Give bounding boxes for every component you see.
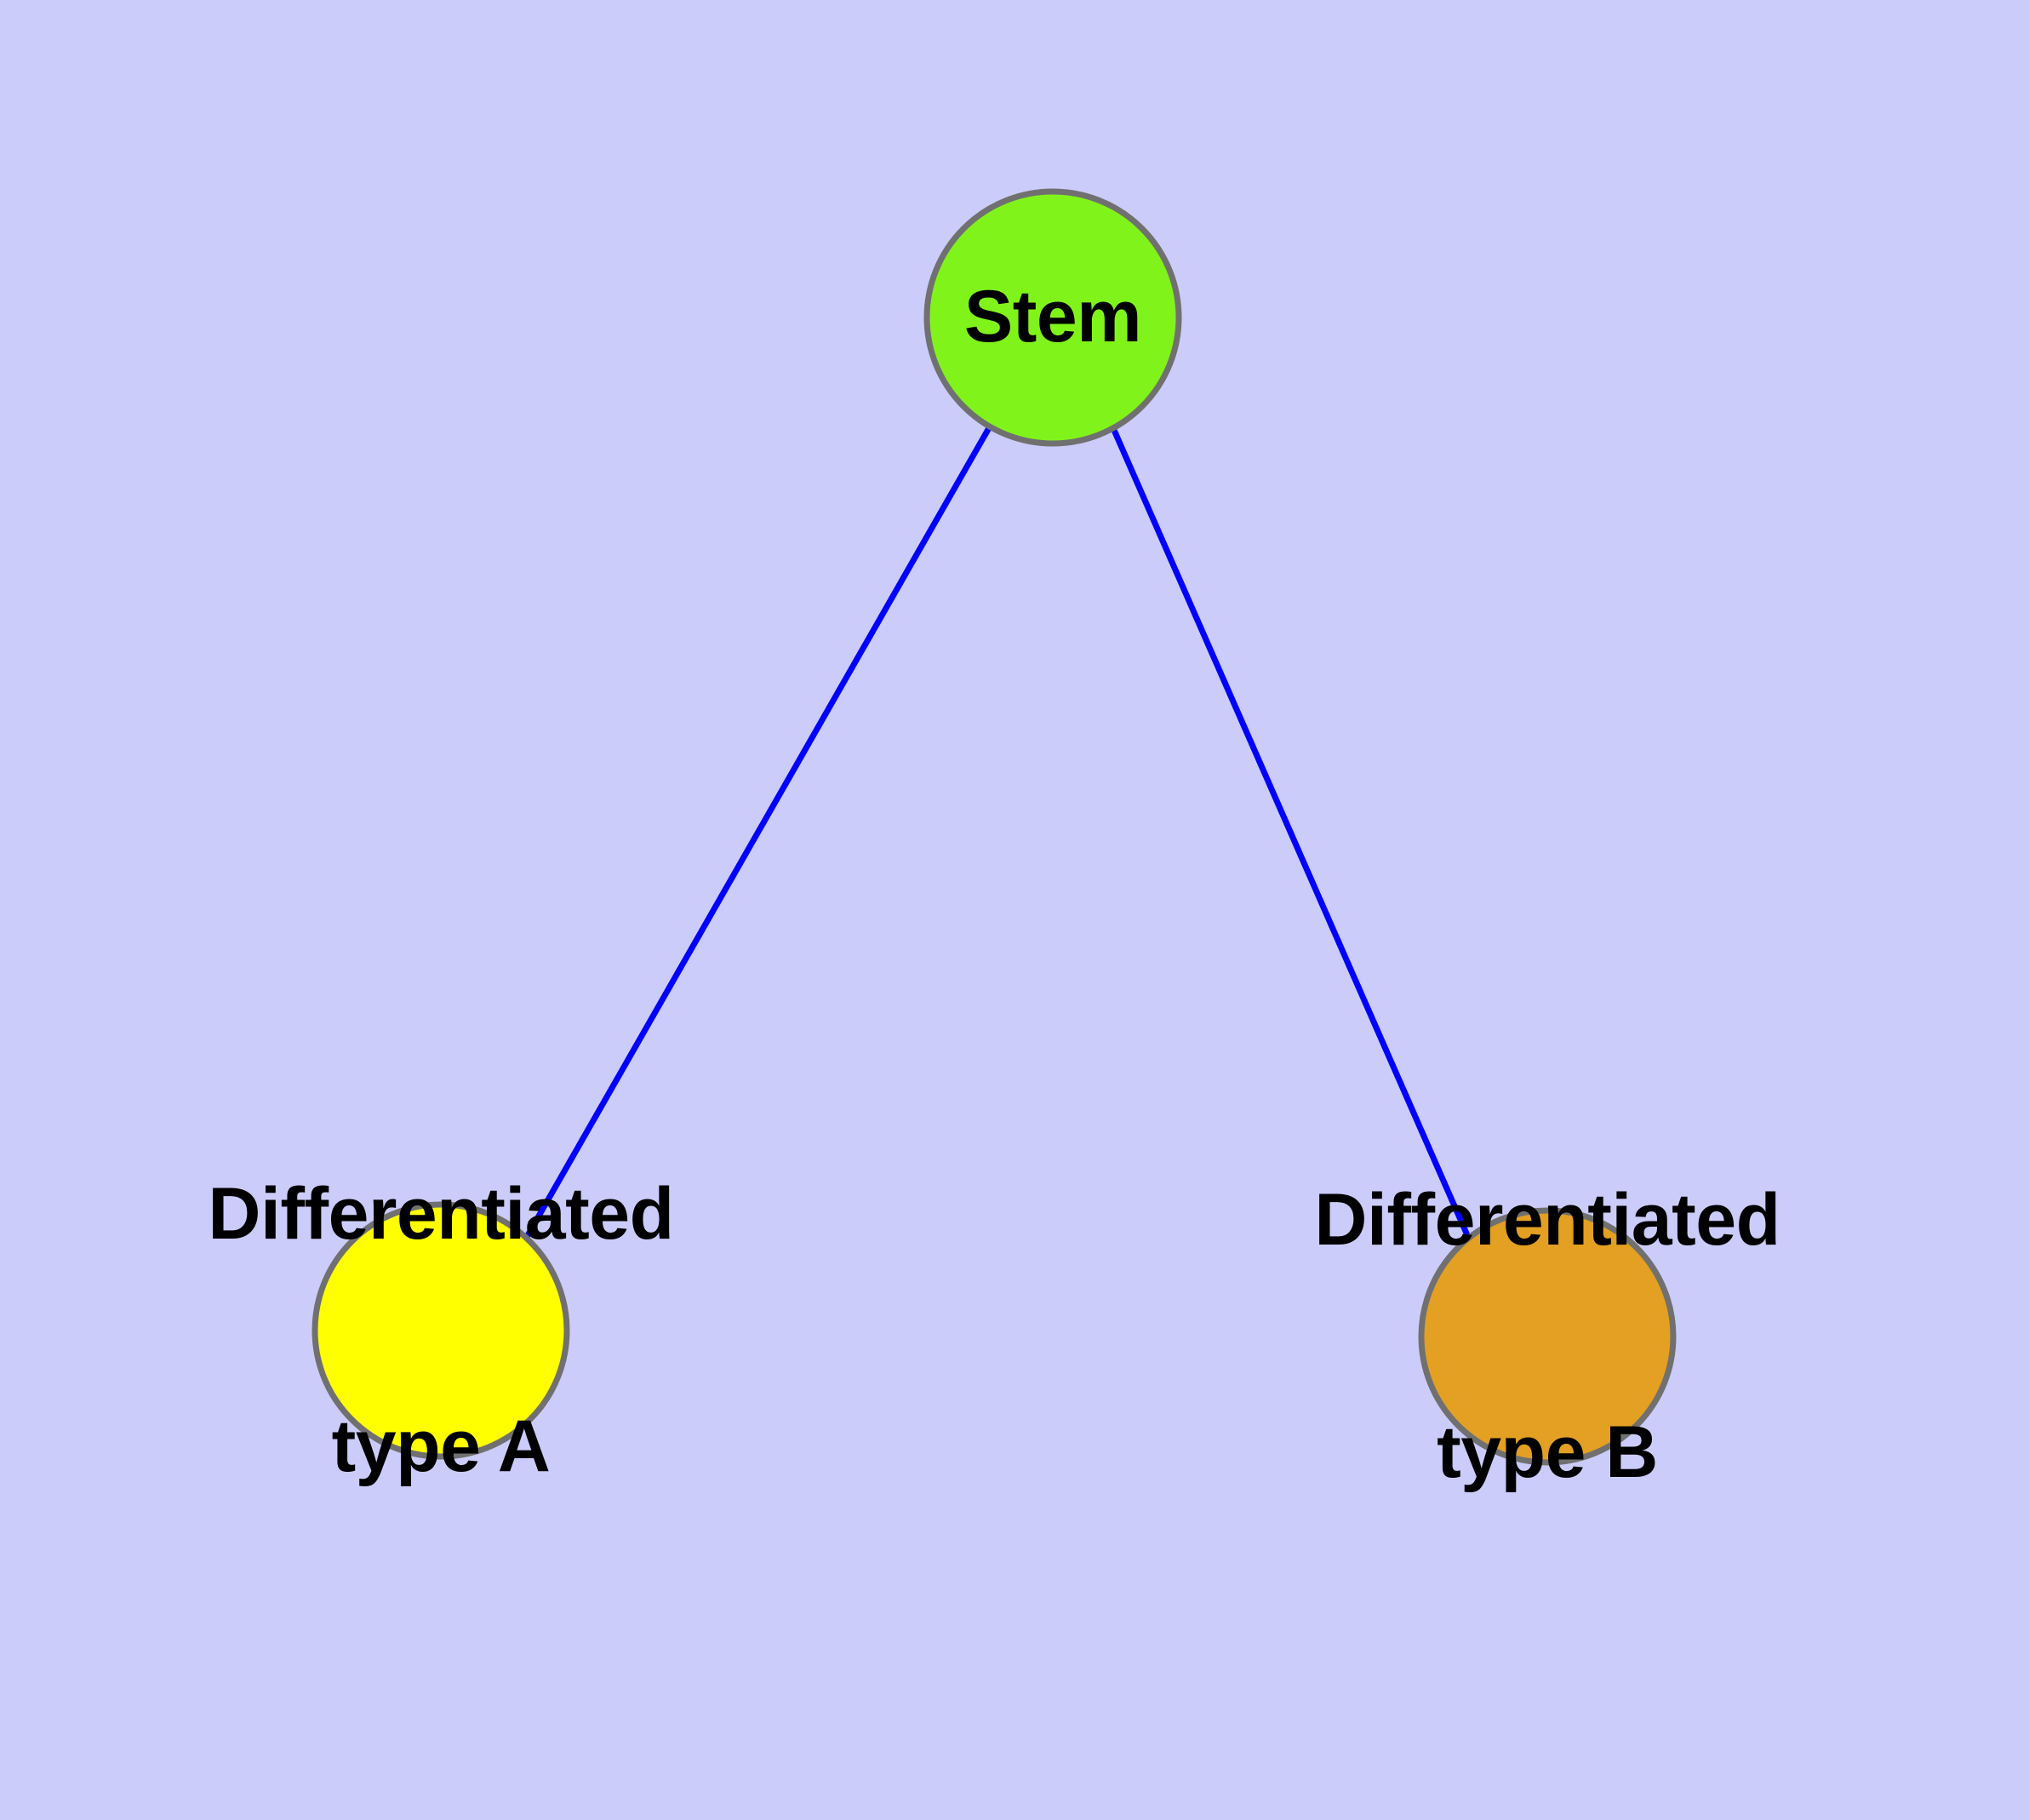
node-differentiated-type-b[interactable] (1418, 1207, 1677, 1466)
node-differentiated-type-a[interactable] (311, 1201, 570, 1460)
edge-stem-to-differentiated-type-a[interactable] (523, 425, 993, 1239)
node-layer (311, 188, 1677, 1466)
edge-stem-to-differentiated-type-b[interactable] (1110, 426, 1471, 1237)
edge-layer (523, 425, 1471, 1239)
node-stem[interactable] (923, 188, 1182, 447)
